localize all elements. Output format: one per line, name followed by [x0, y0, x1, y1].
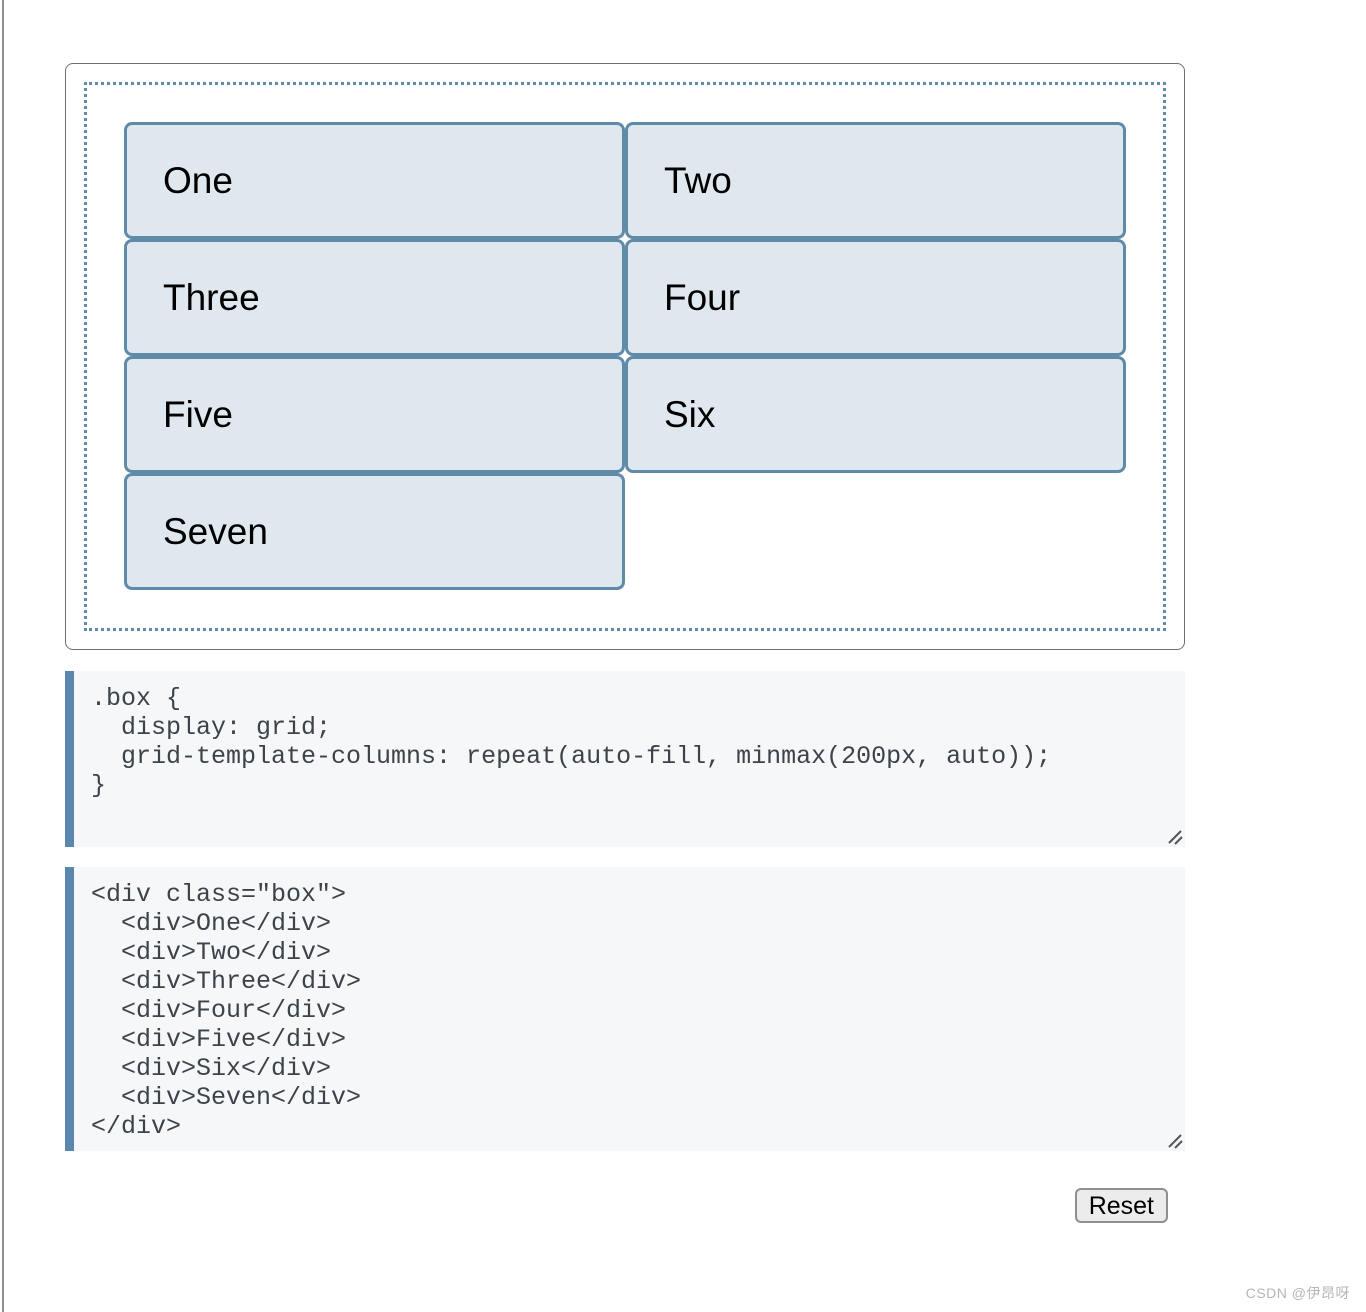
grid-item: Three — [124, 239, 625, 356]
html-editor-textarea[interactable]: <div class="box"> <div>One</div> <div>Tw… — [74, 867, 1185, 1151]
grid-item: Seven — [124, 473, 625, 590]
css-editor: .box { display: grid; grid-template-colu… — [65, 671, 1185, 847]
demo-grid: One Two Three Four Five Six Seven — [124, 122, 1126, 590]
resize-handle-icon[interactable] — [1166, 828, 1183, 845]
grid-item: Six — [625, 356, 1126, 473]
grid-item: Two — [625, 122, 1126, 239]
grid-item: Five — [124, 356, 625, 473]
resize-handle-icon[interactable] — [1166, 1132, 1183, 1149]
grid-item: One — [124, 122, 625, 239]
grid-container-outline: One Two Three Four Five Six Seven — [84, 82, 1166, 631]
reset-button[interactable]: Reset — [1074, 1188, 1168, 1223]
html-editor: <div class="box"> <div>One</div> <div>Tw… — [65, 867, 1185, 1151]
css-editor-textarea[interactable]: .box { display: grid; grid-template-colu… — [74, 671, 1185, 847]
csdn-watermark: CSDN @伊昂呀 — [1245, 1285, 1350, 1301]
grid-item: Four — [625, 239, 1126, 356]
reset-row: Reset — [65, 1188, 1185, 1223]
example-container: One Two Three Four Five Six Seven .box {… — [65, 63, 1185, 1223]
demo-output-panel: One Two Three Four Five Six Seven — [65, 63, 1185, 650]
page-left-edge-line — [2, 0, 4, 1312]
